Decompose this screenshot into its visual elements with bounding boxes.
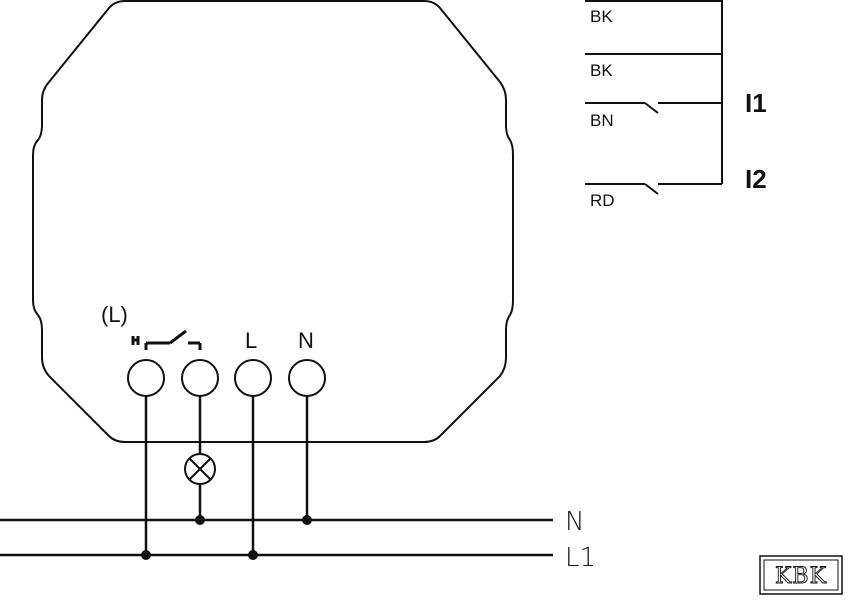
terminal-2	[181, 359, 219, 397]
load-terminal-marker: (L)	[101, 302, 128, 327]
terminal-wiring	[144, 396, 309, 555]
wire-label-bn: BN	[590, 111, 614, 130]
lamp-symbol	[184, 453, 216, 485]
input-wiring	[585, 0, 723, 195]
input-label-i2: I2	[745, 164, 767, 194]
terminals	[127, 359, 326, 397]
wire-label-bk-2: BK	[590, 61, 613, 80]
switch-i1-contact	[644, 102, 659, 114]
supply-lines	[0, 518, 553, 557]
junction-terminal-n	[302, 515, 312, 525]
switch-i2-contact	[644, 183, 659, 195]
wire-label-rd: RD	[590, 191, 615, 210]
terminal-l	[234, 359, 272, 397]
module-housing	[32, 0, 514, 443]
line-label-l1: L1	[565, 543, 596, 573]
junction-terminal-1-l1	[141, 550, 151, 560]
input-label-i1: I1	[745, 88, 767, 118]
terminal-1	[127, 359, 165, 397]
junction-lamp-n	[195, 515, 205, 525]
terminal-label-l: L	[245, 328, 257, 353]
terminal-label-n: N	[298, 328, 314, 353]
junctions	[141, 515, 312, 560]
line-label-n: N	[565, 507, 584, 537]
kbk-logo: KBK	[759, 555, 843, 595]
terminal-n	[288, 359, 326, 397]
wire-label-bk-1: BK	[590, 7, 613, 26]
logo-text: KBK	[775, 564, 827, 589]
relay-contact-symbol	[131, 329, 202, 350]
junction-terminal-l-l1	[248, 550, 258, 560]
